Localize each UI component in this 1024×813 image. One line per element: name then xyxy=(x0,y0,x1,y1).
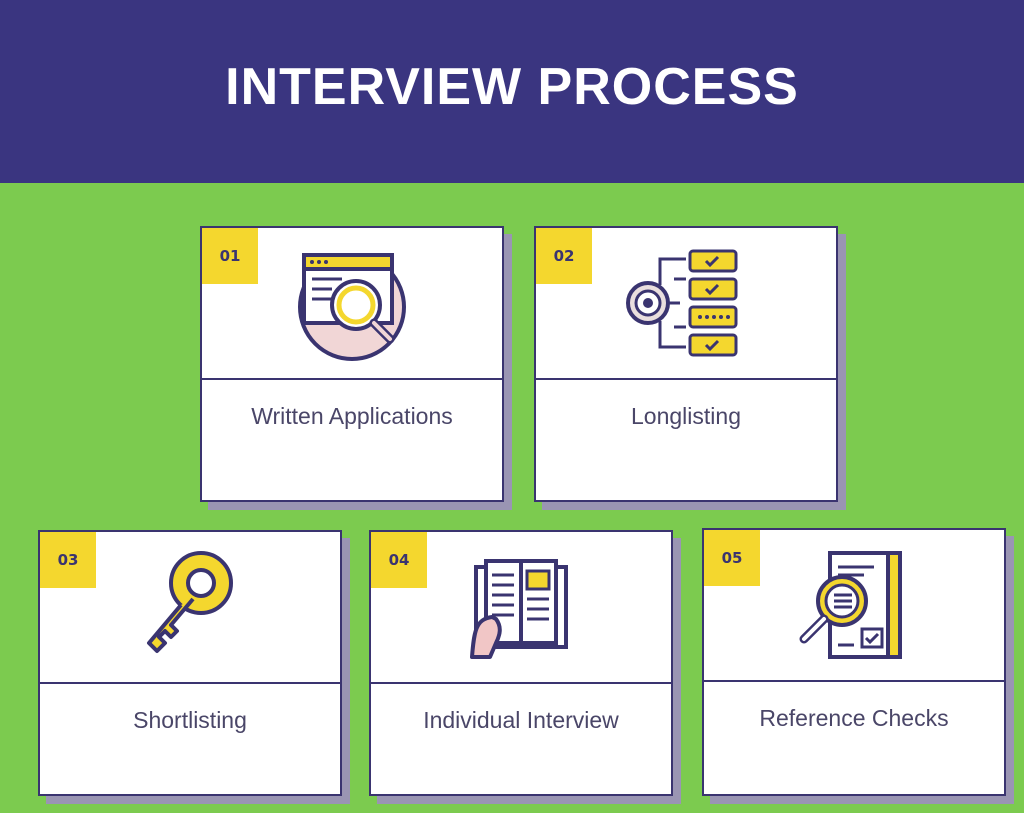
step-icon-area xyxy=(202,228,502,380)
step-label: Written Applications xyxy=(251,402,453,429)
step-number-badge: 05 xyxy=(704,530,760,586)
step-label: Individual Interview xyxy=(423,706,619,733)
step-number-badge: 04 xyxy=(371,532,427,588)
step-label: Reference Checks xyxy=(759,704,949,731)
step-number-badge: 03 xyxy=(40,532,96,588)
open-book-icon xyxy=(456,547,586,667)
step-label: Shortlisting xyxy=(133,706,247,733)
target-checklist-icon xyxy=(626,243,746,363)
step-icon-area xyxy=(40,532,340,684)
step-number-badge: 01 xyxy=(202,228,258,284)
step-card-03: 03 Shortlisting xyxy=(38,530,342,796)
step-card-01: 01 Written Applications xyxy=(200,226,504,502)
step-card-04: 04 Individual Interview xyxy=(369,530,673,796)
step-card-02: 02 Longlisting xyxy=(534,226,838,502)
search-window-icon xyxy=(292,243,412,363)
key-icon xyxy=(135,547,245,667)
step-icon-area xyxy=(371,532,671,684)
page-title: INTERVIEW PROCESS xyxy=(225,57,799,116)
step-icon-area xyxy=(536,228,836,380)
step-card-05: 05 Reference Checks xyxy=(702,528,1006,796)
step-icon-area xyxy=(704,530,1004,682)
step-label: Longlisting xyxy=(631,402,741,429)
document-magnifier-icon xyxy=(794,545,914,665)
step-number-badge: 02 xyxy=(536,228,592,284)
header-banner: INTERVIEW PROCESS xyxy=(0,0,1024,183)
